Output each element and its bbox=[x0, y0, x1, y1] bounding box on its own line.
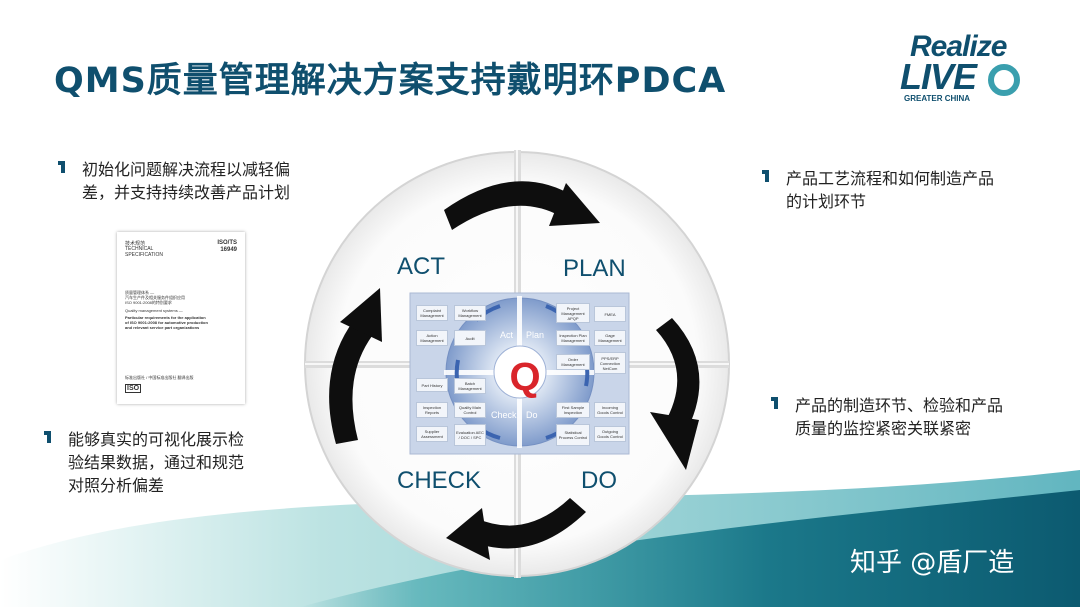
spec-label: TECHNICAL bbox=[125, 246, 154, 252]
arrow-plan-to-do-icon bbox=[650, 318, 700, 470]
q-label-plan: Plan bbox=[526, 330, 545, 340]
logo-text-region: GREATER CHINA bbox=[904, 94, 971, 103]
bullet-top-right: 产品工艺流程和如何制造产品 的计划环节 bbox=[762, 167, 995, 213]
bullet-line: 验结果数据，通过和规范 bbox=[68, 453, 245, 472]
module-box: Action Management bbox=[416, 330, 448, 346]
module-box: Gage Management bbox=[594, 330, 626, 346]
zhihu-watermark: 知乎 @盾厂造 bbox=[850, 548, 1015, 578]
iso-ts-document-thumbnail: 技术规范 TECHNICAL SPECIFICATION ISO/TS 1694… bbox=[117, 232, 245, 404]
module-box: Complaint Management bbox=[416, 305, 448, 321]
module-box: Incoming Goods Control bbox=[594, 402, 626, 418]
quality-q-icon: Q bbox=[509, 355, 541, 399]
module-box: Order Management bbox=[556, 354, 590, 370]
spec-label: 技术规范 bbox=[125, 241, 146, 247]
module-box: Batch Management bbox=[454, 378, 486, 394]
bullet-line: 差，并支持持续改善产品计划 bbox=[82, 183, 291, 202]
module-box: Audit bbox=[454, 330, 486, 346]
bullet-marker-icon bbox=[762, 170, 772, 182]
arrow-act-to-plan-icon bbox=[444, 181, 600, 230]
phase-label-plan: PLAN bbox=[563, 255, 626, 282]
module-box: Supplier Assessment bbox=[416, 426, 448, 442]
arrow-check-to-act-icon bbox=[329, 288, 382, 444]
module-box: Workflow Management bbox=[454, 305, 486, 321]
spec-footer: 标准出版社 / 中国标准出版社 翻译出版 bbox=[125, 375, 194, 380]
q-label-do: Do bbox=[526, 410, 538, 420]
phase-label-check: CHECK bbox=[397, 467, 482, 494]
bullet-marker-icon bbox=[58, 161, 68, 173]
spec-label: SPECIFICATION bbox=[125, 252, 163, 258]
bullet-line: 产品工艺流程和如何制造产品 bbox=[786, 169, 995, 188]
spec-text: and relevant service part organizations bbox=[125, 325, 200, 330]
bullet-line: 的计划环节 bbox=[786, 192, 867, 211]
logo-ring-icon bbox=[988, 64, 1020, 96]
realize-live-logo: Realize LIVE GREATER CHINA bbox=[896, 30, 1036, 110]
q-label-check: Check bbox=[491, 410, 517, 420]
bullet-line: 能够真实的可视化展示检 bbox=[68, 430, 245, 449]
iso-logo: ISO bbox=[125, 384, 142, 393]
spec-text: Quality management systems — bbox=[125, 308, 183, 313]
bullet-mid-right: 产品的制造环节、检验和产品 质量的监控紧密关联紧密 bbox=[771, 394, 1004, 440]
bullet-line: 质量的监控紧密关联紧密 bbox=[795, 419, 972, 438]
module-box: Inspection Plan Management bbox=[556, 330, 590, 346]
spec-text: ISO 9001:2008的特别要求 bbox=[125, 300, 172, 305]
bullet-top-left: 初始化问题解决流程以减轻偏 差，并支持持续改善产品计划 bbox=[58, 158, 291, 204]
bullet-line: 产品的制造环节、检验和产品 bbox=[795, 396, 1004, 415]
bullet-line: 初始化问题解决流程以减轻偏 bbox=[82, 160, 291, 179]
arrow-do-to-check-icon bbox=[446, 498, 586, 560]
spec-number: ISO/TS bbox=[217, 240, 237, 246]
module-box: Project Management APQP bbox=[556, 303, 590, 323]
module-box: Outgoing Goods Control bbox=[594, 426, 626, 442]
module-box: Statistical Process Control bbox=[556, 424, 590, 446]
spec-text: Particular requirements for the applicat… bbox=[125, 315, 206, 320]
spec-text: 质量管理体系 — bbox=[125, 290, 155, 295]
spec-text: of ISO 9001:2008 for automotive producti… bbox=[125, 320, 208, 325]
slide-title: QMS质量管理解决方案支持戴明环PDCA bbox=[54, 61, 727, 101]
bullet-marker-icon bbox=[44, 431, 54, 443]
module-box: Inspection Reports bbox=[416, 402, 448, 418]
module-box: Part History bbox=[416, 378, 448, 392]
phase-label-do: DO bbox=[581, 467, 617, 494]
module-box: First Sample Inspection bbox=[556, 402, 590, 418]
module-box: Quality Main Control bbox=[454, 402, 486, 418]
bullet-marker-icon bbox=[771, 397, 781, 409]
spec-number: 16949 bbox=[220, 247, 237, 253]
bullet-mid-left: 能够真实的可视化展示检 验结果数据，通过和规范 对照分析偏差 bbox=[44, 428, 245, 497]
phase-label-act: ACT bbox=[397, 253, 445, 280]
logo-text-live: LIVE bbox=[900, 56, 977, 97]
spec-text: 汽车生产件及相关服务件组织应用 bbox=[125, 295, 185, 300]
logo-text-realize: Realize bbox=[910, 30, 1007, 63]
module-box: PPS/ERP Connection NetCom bbox=[594, 352, 626, 374]
module-box: FMEA bbox=[594, 306, 626, 322]
bullet-line: 对照分析偏差 bbox=[68, 476, 165, 495]
module-box: Evaluation AEC / DOC / SPC bbox=[454, 424, 486, 446]
q-label-act: Act bbox=[500, 330, 514, 340]
